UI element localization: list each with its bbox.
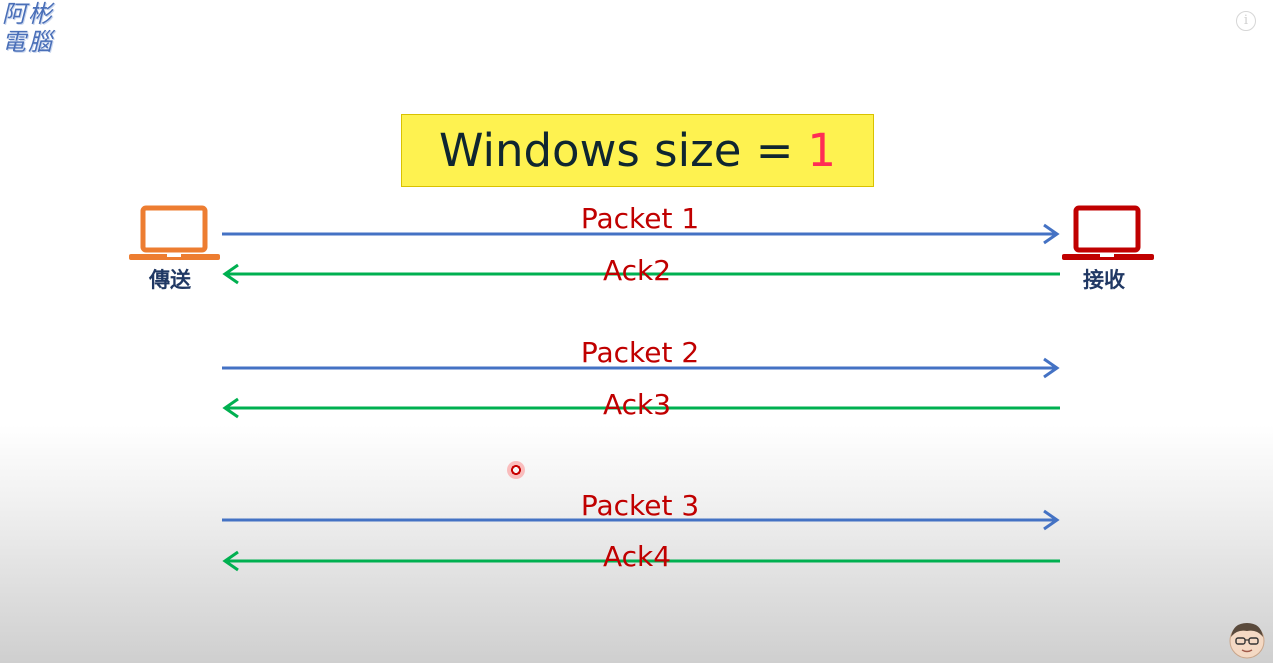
ack-arrowhead-2 (222, 397, 239, 419)
sender-laptop-icon (129, 205, 220, 260)
laser-pointer-dot (507, 461, 525, 479)
packet-label-1: Packet 1 (580, 202, 700, 235)
window-size-title: Windows size = 1 (401, 114, 874, 187)
packet-arrowhead-2 (1043, 357, 1060, 379)
title-text: Windows size = (438, 124, 794, 177)
presenter-avatar-icon (1229, 623, 1265, 659)
ack-arrowhead-1 (222, 263, 239, 285)
packet-arrowhead-1 (1043, 223, 1060, 245)
packet-arrowhead-3 (1043, 509, 1060, 531)
logo-line-2: 電腦 (2, 28, 54, 56)
ack-label-2: Ack3 (602, 388, 672, 421)
sender-label: 傳送 (149, 268, 191, 292)
packet-label-2: Packet 2 (580, 336, 700, 369)
info-icon[interactable]: i (1236, 11, 1256, 31)
channel-logo: 阿彬 電腦 (2, 0, 62, 60)
packet-label-3: Packet 3 (580, 489, 700, 522)
title-value: 1 (807, 124, 837, 177)
receiver-laptop-icon (1062, 205, 1154, 260)
receiver-label: 接收 (1083, 268, 1125, 292)
ack-label-1: Ack2 (602, 254, 672, 287)
ack-arrowhead-3 (222, 550, 239, 572)
logo-line-1: 阿彬 (2, 0, 54, 28)
ack-label-3: Ack4 (602, 540, 672, 573)
